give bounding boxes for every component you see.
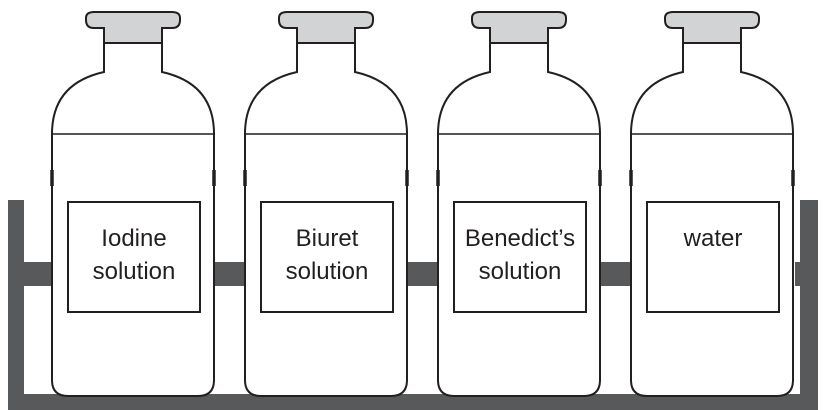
bottle-label-line-1: Benedict’s bbox=[465, 225, 575, 252]
rack-connector-2 bbox=[408, 262, 440, 286]
bottle-label bbox=[647, 202, 779, 312]
bottle-stopper bbox=[472, 12, 566, 43]
rack-connector-3 bbox=[601, 262, 633, 286]
bottle-iodine: Iodine solution bbox=[52, 12, 214, 396]
bottle-stopper bbox=[665, 12, 759, 43]
bottle-label bbox=[454, 202, 586, 312]
bottle-stopper bbox=[86, 12, 180, 43]
bottle-label bbox=[68, 202, 200, 312]
bottle-label bbox=[261, 202, 393, 312]
bottle-stopper bbox=[279, 12, 373, 43]
rack-connector-left bbox=[24, 262, 52, 286]
bottle-water: water bbox=[631, 12, 793, 396]
bottle-label-line-2: solution bbox=[93, 258, 176, 285]
bottle-label-line-1: Biuret bbox=[296, 225, 359, 252]
bottle-biuret: Biuret solution bbox=[245, 12, 407, 396]
bottle-label-line-2: solution bbox=[286, 258, 369, 285]
bottle-label-line-2: solution bbox=[479, 258, 562, 285]
rack-connector-right bbox=[795, 262, 800, 286]
rack-left-post bbox=[8, 200, 24, 410]
bottle-label-line-1: water bbox=[683, 225, 743, 252]
rack-connector-1 bbox=[215, 262, 247, 286]
bottle-label-line-1: Iodine bbox=[101, 225, 166, 252]
rack-right-post bbox=[800, 200, 818, 410]
bottle-benedicts: Benedict’s solution bbox=[438, 12, 600, 396]
